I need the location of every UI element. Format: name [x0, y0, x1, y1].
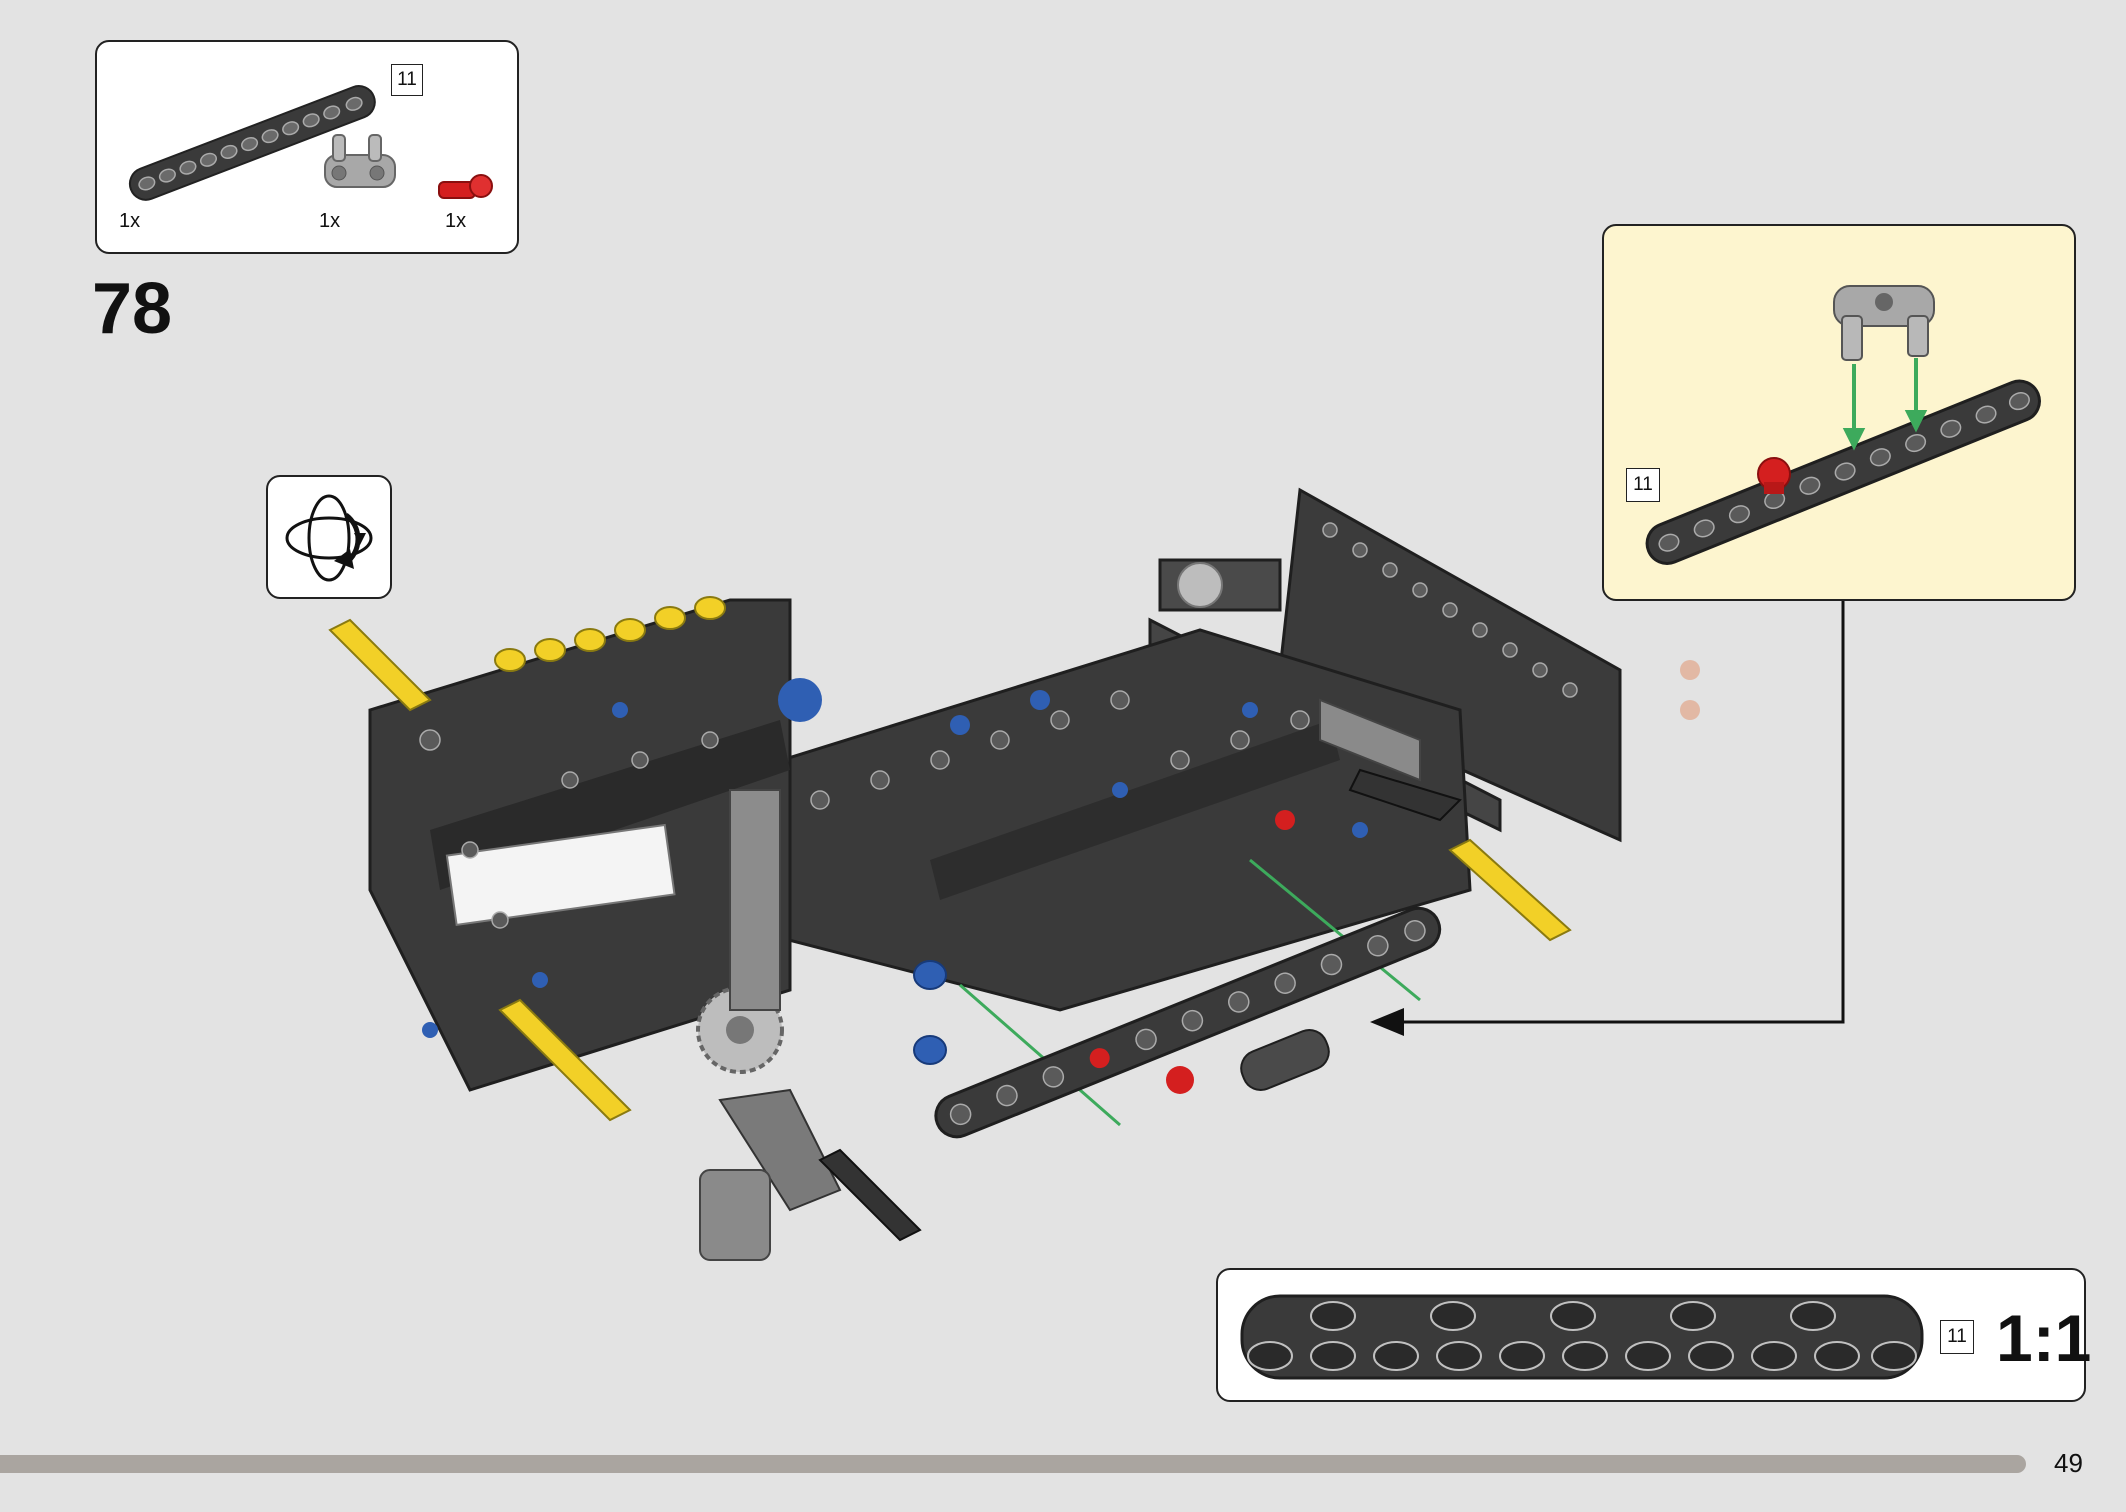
red-pin-part-image: [438, 174, 493, 199]
black-beam-part-image: [128, 85, 376, 201]
beam-quantity: 1x: [119, 210, 141, 232]
scale-label: 1:1: [1996, 1301, 2092, 1375]
model-assembly-illustration: [328, 487, 1700, 1261]
parts-list-panel: 11 1x 1x 1x: [95, 40, 519, 254]
yellow-axles: [328, 618, 1572, 1122]
gear-steering-assembly: [696, 789, 922, 1261]
connector-quantity: 1x: [319, 210, 341, 232]
attaching-beam: [934, 906, 1442, 1139]
sub-assembly-callout: 11: [1602, 224, 2076, 601]
page-number: 49: [2054, 1448, 2083, 1478]
rotate-model-box: [266, 475, 392, 599]
rotate-model-icon: [285, 494, 373, 582]
engine-front-assembly: [368, 596, 822, 1092]
step-number: 78: [92, 269, 173, 349]
pin-quantity: 1x: [445, 210, 467, 232]
page-progress-bar: [0, 1455, 2027, 1473]
gray-lever-assembly: [1319, 698, 1462, 822]
frame-middle-assembly: [748, 628, 1472, 1012]
scale-beam-image: [1240, 1294, 1924, 1380]
callout-length-badge: 11: [1626, 468, 1660, 502]
assembly-arrows: [959, 858, 1421, 1127]
scale-reference-box: 11: [1216, 1268, 2086, 1402]
callout-assembly-illustration: [1645, 285, 2041, 565]
scale-length-badge: 11: [1940, 1320, 1974, 1354]
gray-connector-part-image: [324, 134, 396, 188]
insert-pins-blue: [913, 960, 947, 1065]
parts-length-badge: 11: [391, 64, 423, 96]
